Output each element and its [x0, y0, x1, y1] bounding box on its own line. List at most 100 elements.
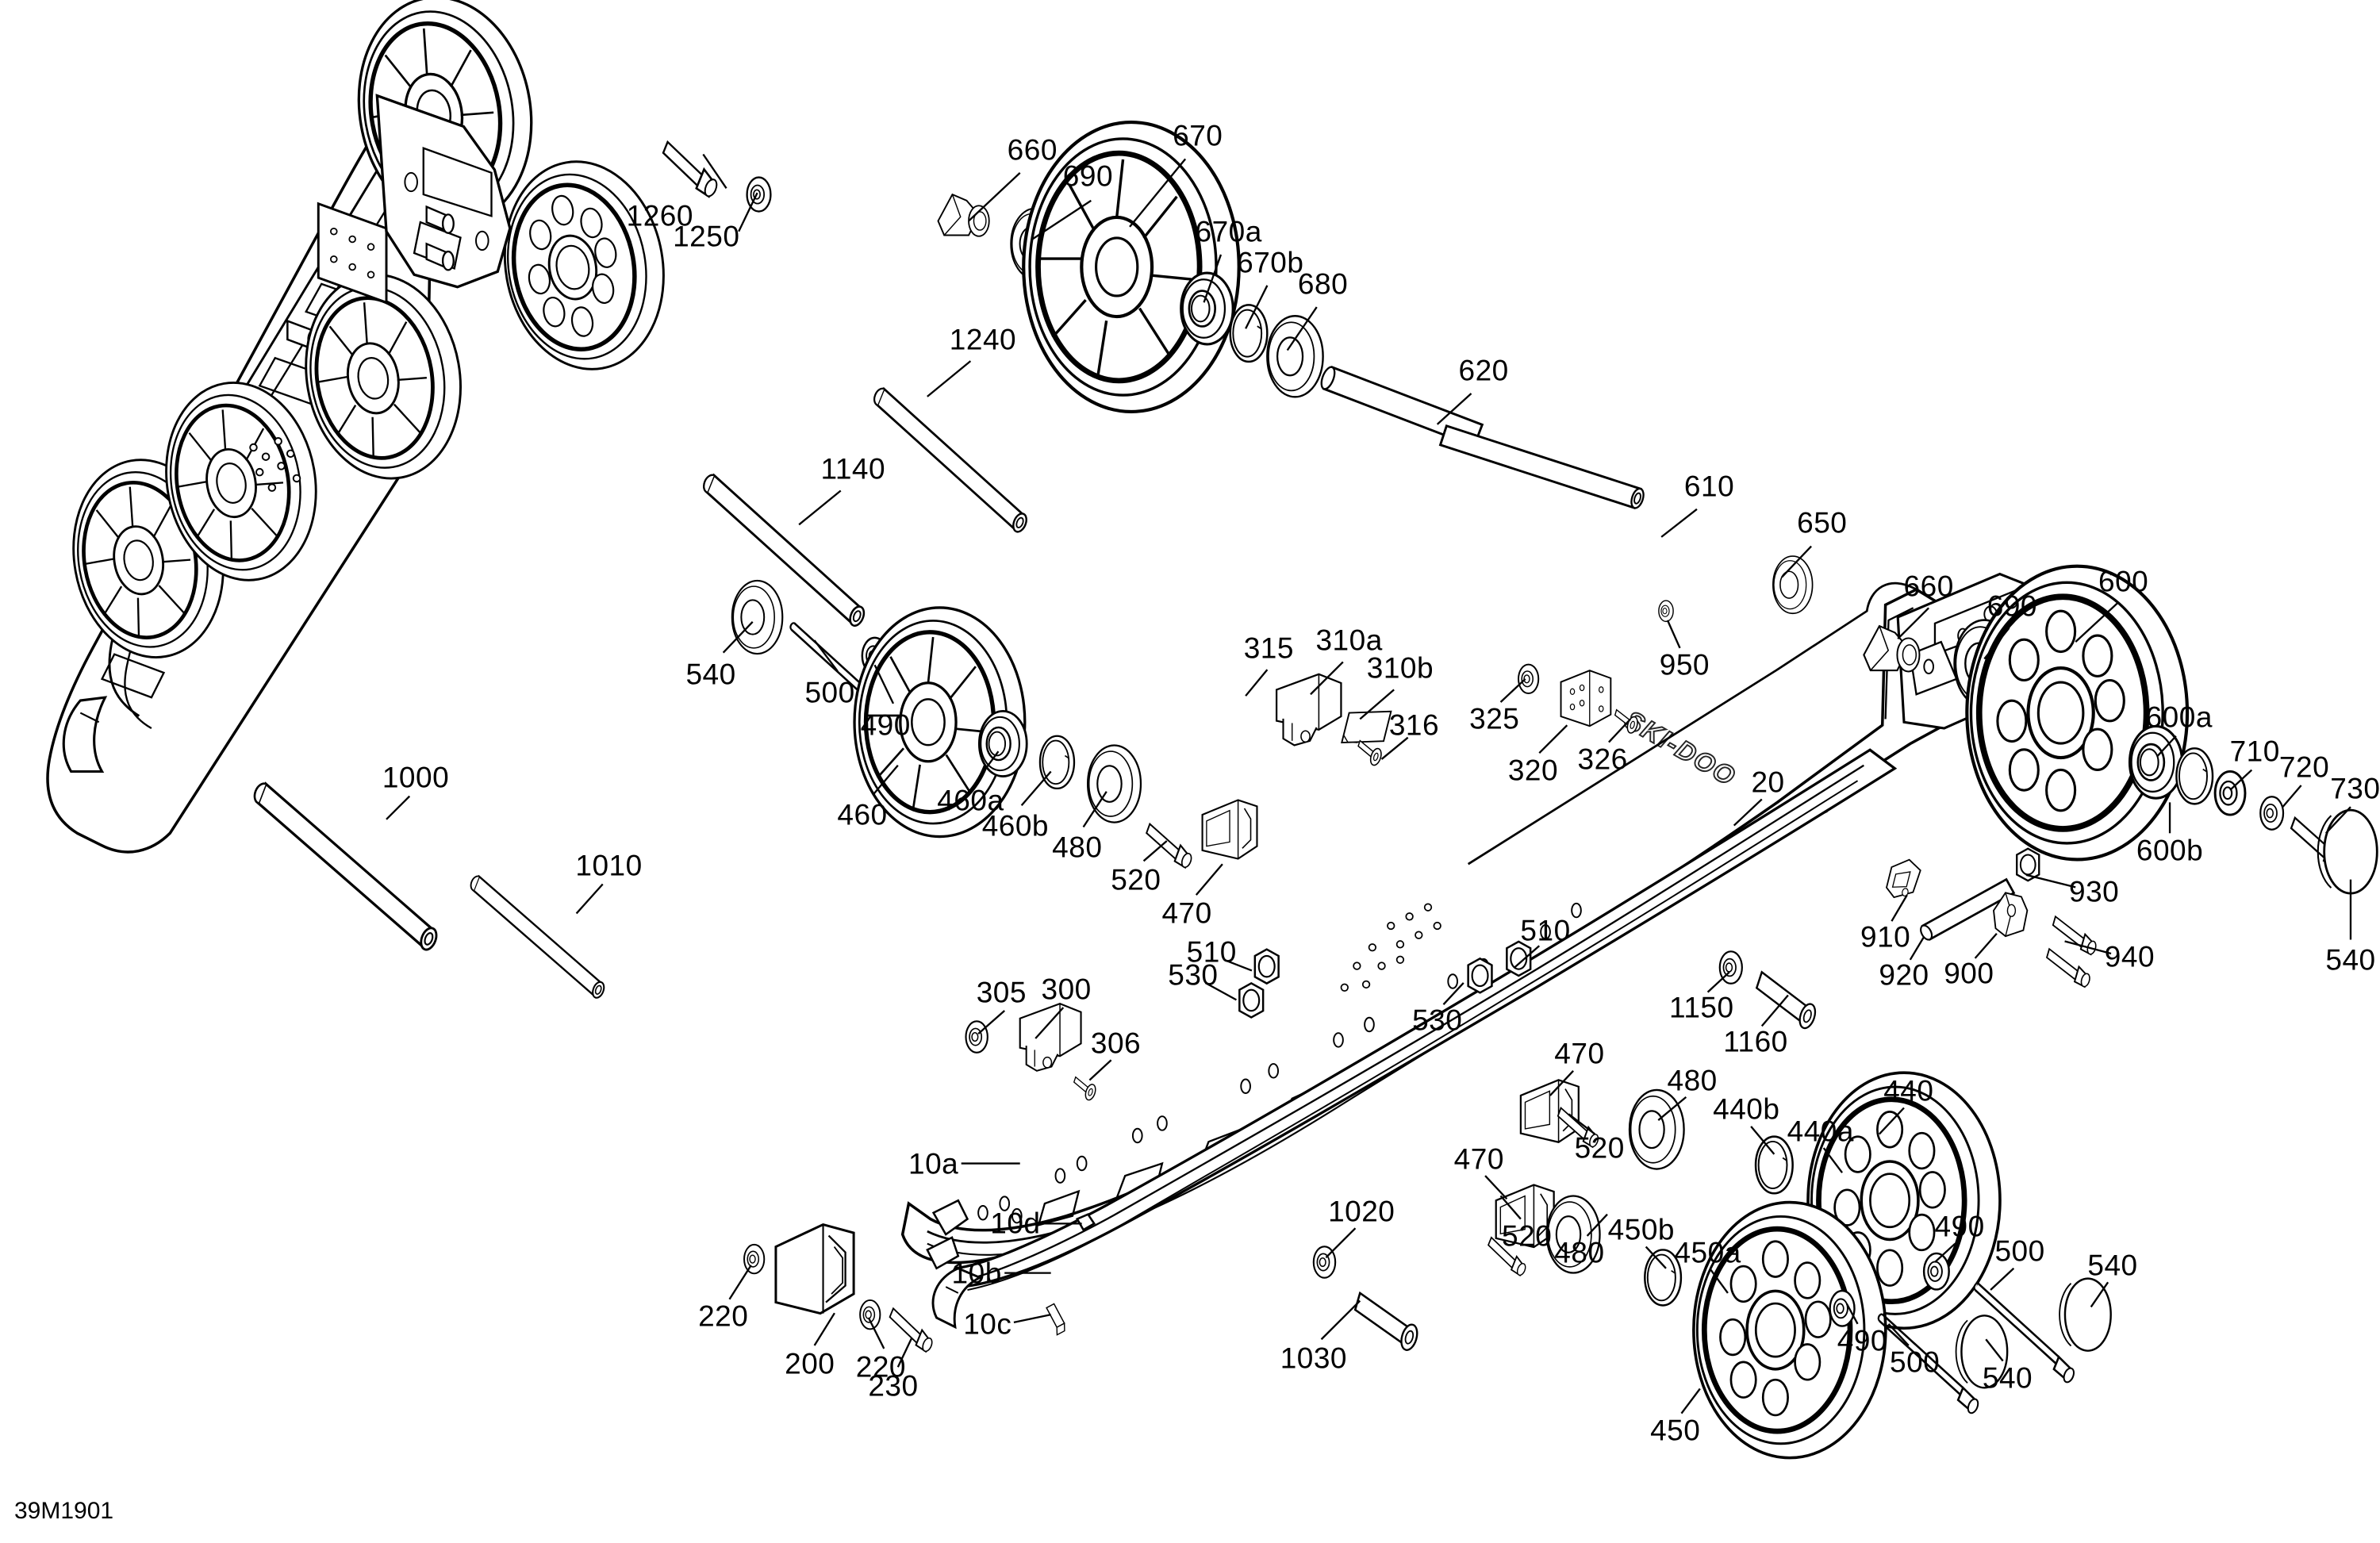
leader-line-670: [1129, 158, 1187, 228]
callout-480: 480: [1554, 1236, 1605, 1269]
leader-line-600: [2075, 602, 2118, 643]
callout-670: 670: [1173, 119, 1223, 152]
callout-950: 950: [1659, 648, 1710, 681]
callout-610: 610: [1683, 470, 1735, 503]
leader-line-450: [1680, 1388, 1701, 1414]
leader-line-320: [1538, 724, 1568, 754]
leader-line-910: [1891, 894, 1908, 922]
leader-line-940: [2064, 940, 2112, 955]
callout-1030: 1030: [1280, 1341, 1347, 1375]
callout-440b: 440b: [1713, 1092, 1780, 1126]
callout-470: 470: [1453, 1142, 1504, 1176]
callout-900: 900: [1944, 957, 1994, 990]
leader-line-20: [1733, 798, 1763, 827]
leader-line-310a: [1310, 661, 1344, 696]
callout-1240: 1240: [949, 323, 1017, 356]
callout-20: 20: [1751, 766, 1785, 799]
callout-460a: 460a: [937, 784, 1004, 817]
callout-10b: 10b: [951, 1257, 1002, 1290]
leader-line-460b: [1020, 770, 1052, 807]
callout-460: 460: [837, 798, 888, 831]
leader-line-200: [813, 1312, 835, 1346]
leader-line-325: [1499, 677, 1526, 703]
leader-line-440a: [1822, 1147, 1844, 1173]
callout-480: 480: [1667, 1064, 1718, 1096]
callout-310b: 310b: [1366, 651, 1434, 685]
callout-620: 620: [1458, 354, 1509, 387]
callout-510: 510: [1186, 935, 1237, 969]
leader-line-1250: [738, 192, 758, 232]
callout-500: 500: [804, 676, 855, 709]
callout-325: 325: [1469, 702, 1520, 735]
callout-10a: 10a: [908, 1147, 959, 1180]
callout-910: 910: [1860, 920, 1911, 954]
callout-230: 230: [868, 1369, 919, 1403]
leader-line-1000: [386, 795, 411, 820]
leader-line-450a: [1710, 1269, 1729, 1294]
callout-660: 660: [1903, 570, 1954, 603]
callout-1000: 1000: [382, 761, 450, 794]
callout-1260: 1260: [626, 199, 693, 232]
leader-line-920: [1909, 936, 1925, 961]
leader-line-950: [1666, 620, 1681, 649]
callout-690: 690: [1062, 159, 1114, 193]
diagram-id-code: 39M1901: [14, 1498, 114, 1524]
lower-rail-segment: [931, 748, 1898, 1330]
leader-line-1150: [1706, 971, 1730, 993]
callout-310a: 310a: [1315, 624, 1383, 657]
callout-440a: 440a: [1787, 1115, 1854, 1148]
callout-530: 530: [1168, 958, 1219, 992]
callout-670a: 670a: [1195, 215, 1262, 248]
leader-line-670a: [1203, 254, 1223, 303]
callout-10d: 10d: [990, 1207, 1041, 1240]
leader-line-660: [1897, 607, 1929, 640]
leader-line-530: [1204, 981, 1238, 1001]
leader-line-650: [1781, 545, 1812, 578]
callout-1020: 1020: [1328, 1195, 1395, 1228]
callout-920: 920: [1879, 958, 1929, 992]
left-rail-assembly: [46, 0, 680, 854]
leader-line-710: [2229, 769, 2253, 791]
callout-1160: 1160: [1723, 1025, 1788, 1058]
leader-line-530: [1442, 982, 1464, 1005]
leader-line-520: [1142, 840, 1168, 862]
callout-720: 720: [2278, 750, 2330, 784]
callout-305: 305: [976, 976, 1027, 1009]
leader-line-1140: [798, 489, 842, 526]
callout-220: 220: [855, 1350, 906, 1384]
leader-line-500: [1887, 1323, 1910, 1346]
leader-line-300: [1035, 1007, 1065, 1039]
leader-line-10c: [1013, 1313, 1051, 1324]
leader-line-305: [977, 1010, 1006, 1035]
leader-line-470: [1484, 1175, 1508, 1200]
callout-930: 930: [2068, 875, 2120, 908]
callout-520: 520: [1502, 1219, 1553, 1253]
callout-326: 326: [1577, 743, 1628, 776]
callout-200: 200: [785, 1347, 835, 1380]
leader-line-1020: [1325, 1227, 1357, 1259]
leader-line-326: [1608, 718, 1632, 743]
leader-line-1030: [1320, 1299, 1361, 1341]
leader-line-310b: [1359, 689, 1395, 720]
leader-line-620: [1436, 393, 1472, 425]
callout-490: 490: [860, 708, 911, 742]
callout-315: 315: [1243, 631, 1294, 665]
callout-316: 316: [1388, 708, 1440, 742]
callout-1140: 1140: [820, 452, 886, 486]
svg-text:SKI-DOO: SKI-DOO: [1619, 705, 1741, 793]
callout-470: 470: [1161, 896, 1212, 930]
leader-line-480: [1586, 1213, 1608, 1237]
callout-10c: 10c: [963, 1307, 1012, 1341]
leader-line-600a: [2156, 735, 2177, 757]
leader-line-440: [1878, 1107, 1905, 1135]
callout-320: 320: [1507, 754, 1559, 787]
callout-510: 510: [1520, 914, 1571, 947]
leader-line-720: [2282, 785, 2302, 808]
callout-660: 660: [1007, 133, 1058, 167]
leader-line-670b: [1245, 285, 1269, 329]
leader-line-315: [1245, 669, 1269, 697]
leader-line-730: [2324, 806, 2351, 835]
callout-500: 500: [1890, 1345, 1940, 1379]
